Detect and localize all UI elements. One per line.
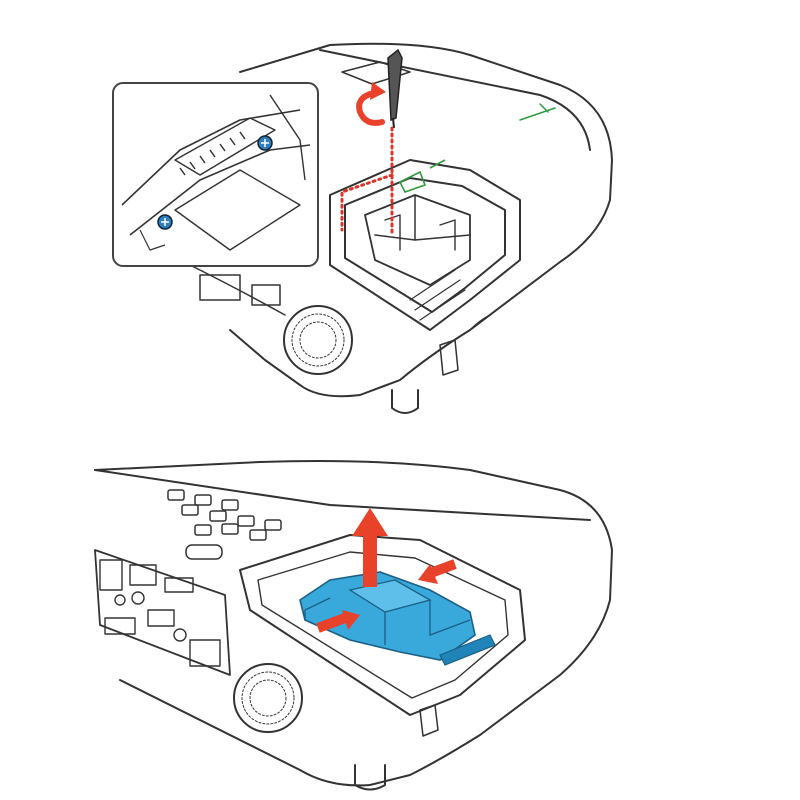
lamp-unit [299, 571, 496, 666]
push-right-arrow-icon [316, 610, 360, 633]
push-left-arrow-icon [418, 559, 457, 584]
projector-body-outline [229, 42, 613, 398]
lift-up-arrow-icon [352, 508, 388, 587]
connector-panel [94, 549, 231, 676]
control-buttons [167, 489, 282, 560]
panel-lift-lamp [0, 440, 800, 800]
projector-top-edge [94, 469, 591, 521]
screw-location-marks [398, 159, 446, 193]
screw-guide-lines [340, 126, 394, 237]
projector-foot [354, 764, 386, 791]
lens-grille [233, 663, 303, 733]
counterclockwise-arrow-icon [356, 82, 386, 126]
lens-grille [283, 305, 353, 375]
panel-bottom-drawing [94, 460, 613, 791]
lamp-bay-frame [329, 159, 521, 331]
screw-icon [157, 214, 173, 230]
projector-body-outline [94, 460, 613, 787]
zoom-inset-screws [112, 82, 319, 267]
projector-top-edge [319, 49, 591, 151]
screw-icon [257, 135, 273, 151]
screwdriver-icon [387, 48, 403, 129]
panel-remove-screws [112, 42, 613, 414]
lamp-handle [439, 634, 496, 666]
lamp-bay-inner [344, 177, 506, 313]
panel-top-drawing [112, 42, 613, 414]
projector-foot [391, 389, 419, 414]
